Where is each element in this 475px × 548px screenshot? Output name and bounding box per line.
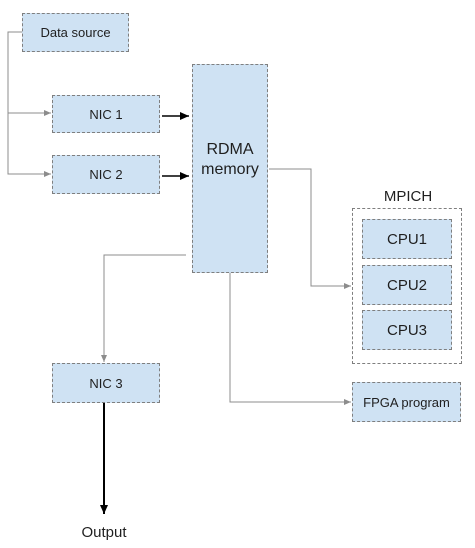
nic1-node: NIC 1: [52, 95, 160, 133]
cpu2-label: CPU2: [386, 276, 427, 294]
rdma-label-line1: RDMA: [206, 140, 254, 158]
rdma-memory-node: RDMA memory: [192, 64, 268, 273]
nic3-node: NIC 3: [52, 363, 160, 403]
nic1-label: NIC 1: [89, 106, 123, 122]
mpich-group-label: MPICH: [383, 188, 433, 205]
cpu3-label: CPU3: [386, 321, 427, 339]
connector-rdma-to-mpich: [269, 168, 351, 289]
fpga-label: FPGA program: [363, 394, 450, 410]
connector-source-to-nic1: [7, 31, 51, 116]
nic2-label: NIC 2: [89, 167, 123, 182]
data-source-label: Data source: [40, 25, 111, 40]
fpga-program-node: FPGA program: [352, 382, 461, 422]
rdma-label-line2: memory: [201, 160, 259, 178]
connector-rdma-to-fpga: [229, 273, 351, 405]
data-source-node: Data source: [22, 13, 129, 52]
nic2-node: NIC 2: [52, 155, 160, 194]
cpu2-node: CPU2: [362, 265, 452, 305]
connector-rdma-to-nic3: [101, 254, 186, 362]
output-label: Output: [81, 524, 127, 541]
cpu1-node: CPU1: [362, 219, 452, 259]
cpu1-label: CPU1: [386, 230, 427, 248]
cpu3-node: CPU3: [362, 310, 452, 350]
nic3-label: NIC 3: [89, 375, 123, 391]
connector-source-to-nic2: [7, 113, 51, 177]
